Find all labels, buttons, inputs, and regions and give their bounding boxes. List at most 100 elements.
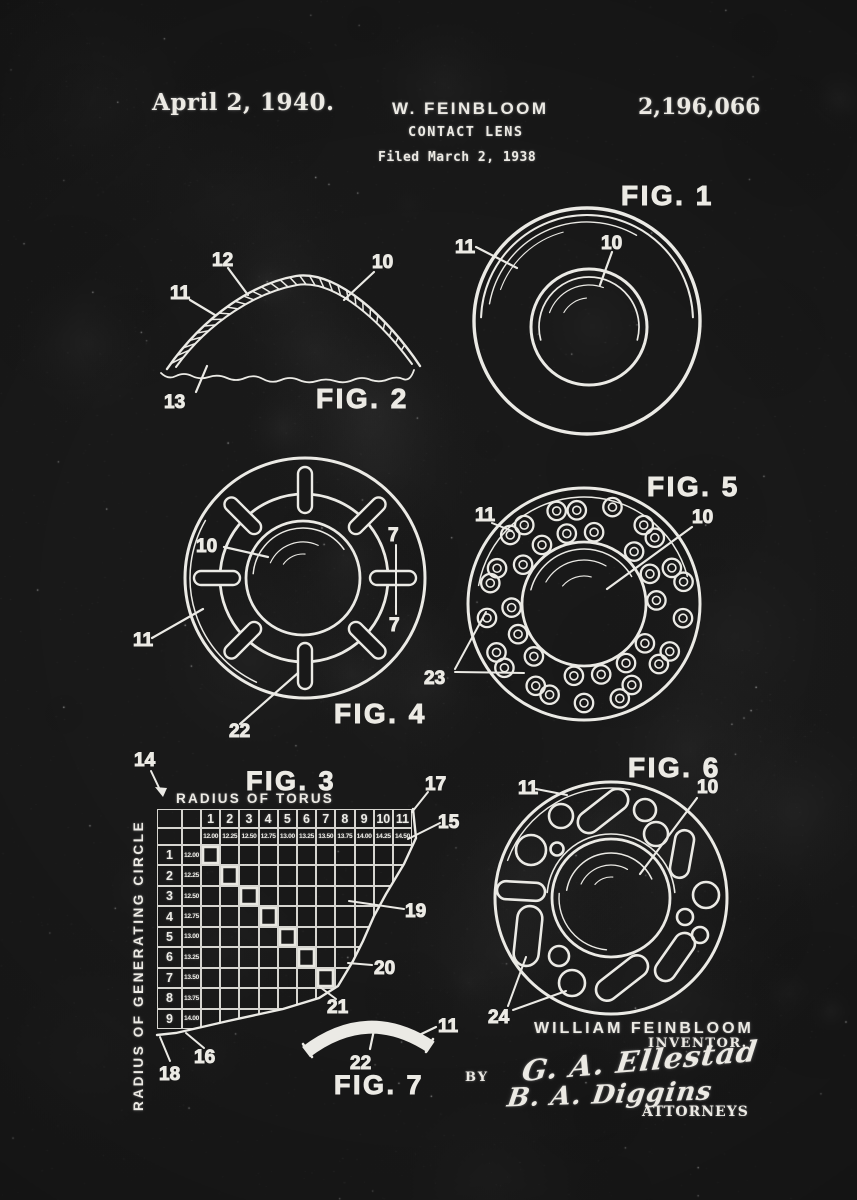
filing-date: Filed March 2, 1938 <box>378 150 537 165</box>
circle-row-number: 4 <box>157 906 182 927</box>
torus-column-header: 9 <box>354 809 374 828</box>
table-cell <box>220 845 240 866</box>
table-cell <box>296 967 317 989</box>
torus-column-value: 14.00 <box>354 828 374 845</box>
circle-row-number: 7 <box>157 967 182 989</box>
circle-row-number: 2 <box>157 865 182 886</box>
table-cell <box>258 947 278 968</box>
circle-row-number: 9 <box>157 1008 182 1029</box>
torus-column-header: 1 <box>201 809 221 828</box>
table-corner-cell <box>182 809 201 828</box>
circle-row-value: 12.50 <box>182 885 201 907</box>
table-cell <box>220 967 240 989</box>
table-cell <box>201 988 221 1009</box>
circle-row-value: 14.00 <box>182 1008 201 1029</box>
table-cell <box>277 845 297 866</box>
attorneys-label: ATTORNEYS <box>642 1104 749 1120</box>
table-cell <box>277 865 297 886</box>
torus-column-header: 6 <box>296 809 317 828</box>
table-cell <box>239 845 259 866</box>
patent-title: CONTACT LENS <box>408 124 524 140</box>
table-cell <box>258 926 278 948</box>
torus-column-value: 13.25 <box>296 828 317 845</box>
table-cell <box>220 988 240 1009</box>
table-cell <box>335 926 355 948</box>
torus-column-value: 12.75 <box>258 828 278 845</box>
torus-column-value: 14.50 <box>392 828 413 845</box>
table-cell <box>277 947 297 968</box>
generating-circle-axis-label: RADIUS OF GENERATING CIRCLE <box>131 819 146 1111</box>
table-cell <box>296 906 317 927</box>
table-cell <box>239 988 259 1009</box>
inventor-name-header: W. FEINBLOOM <box>392 99 549 118</box>
table-cell <box>296 885 317 907</box>
torus-column-value: 13.75 <box>335 828 355 845</box>
table-cell <box>239 906 259 927</box>
torus-column-value: 13.00 <box>277 828 297 845</box>
torus-column-value: 12.50 <box>239 828 259 845</box>
table-cell <box>201 885 221 907</box>
table-cell <box>258 967 278 989</box>
table-cell <box>220 906 240 927</box>
table-cell <box>316 926 336 948</box>
patent-date: April 2, 1940. <box>152 89 335 116</box>
circle-row-number: 6 <box>157 947 182 968</box>
torus-column-value: 13.50 <box>316 828 336 845</box>
circle-row-number: 5 <box>157 926 182 948</box>
table-diagonal-cell <box>316 967 336 989</box>
table-cell <box>296 926 317 948</box>
circle-row-value: 12.00 <box>182 845 201 866</box>
torus-table-title: RADIUS OF TORUS <box>176 791 335 806</box>
torus-column-header: 8 <box>335 809 355 828</box>
table-cell <box>335 865 355 886</box>
torus-column-value: 12.00 <box>201 828 221 845</box>
table-diagonal-cell <box>296 947 317 968</box>
torus-column-header: 2 <box>220 809 240 828</box>
torus-column-value: 14.25 <box>373 828 393 845</box>
torus-column-header: 5 <box>277 809 297 828</box>
table-cell <box>220 885 240 907</box>
table-cell <box>258 845 278 866</box>
table-cell <box>373 865 393 886</box>
torus-column-header: 7 <box>316 809 336 828</box>
table-cell <box>277 988 297 1009</box>
table-cell <box>354 865 374 886</box>
table-cell <box>335 906 355 927</box>
table-diagonal-cell <box>239 885 259 907</box>
table-diagonal-cell <box>277 926 297 948</box>
table-cell <box>258 988 278 1009</box>
by-label: BY <box>465 1070 490 1085</box>
table-corner-cell <box>157 809 182 828</box>
circle-row-value: 13.00 <box>182 926 201 948</box>
table-cell <box>296 865 317 886</box>
table-cell <box>220 926 240 948</box>
table-cell <box>296 845 317 866</box>
patent-number: 2,196,066 <box>638 94 761 120</box>
table-cell <box>239 967 259 989</box>
table-cell <box>335 885 355 907</box>
circle-row-number: 3 <box>157 885 182 907</box>
table-cell <box>277 885 297 907</box>
circle-row-number: 1 <box>157 845 182 866</box>
table-diagonal-cell <box>220 865 240 886</box>
circle-row-value: 13.50 <box>182 967 201 989</box>
table-cell <box>201 947 221 968</box>
table-cell <box>239 947 259 968</box>
table-cell <box>277 906 297 927</box>
circle-row-number: 8 <box>157 988 182 1009</box>
circle-row-value: 12.25 <box>182 865 201 886</box>
inventor-signature-name: WILLIAM FEINBLOOM <box>534 1020 754 1037</box>
table-cell <box>373 845 393 866</box>
table-cell <box>258 885 278 907</box>
table-cell <box>335 845 355 866</box>
table-cell <box>239 926 259 948</box>
torus-column-header: 4 <box>258 809 278 828</box>
torus-column-value: 12.25 <box>220 828 240 845</box>
table-corner-cell <box>157 828 182 845</box>
torus-column-header: 10 <box>373 809 393 828</box>
table-corner-cell <box>182 828 201 845</box>
table-cell <box>316 865 336 886</box>
table-cell <box>277 967 297 989</box>
table-cell <box>201 967 221 989</box>
